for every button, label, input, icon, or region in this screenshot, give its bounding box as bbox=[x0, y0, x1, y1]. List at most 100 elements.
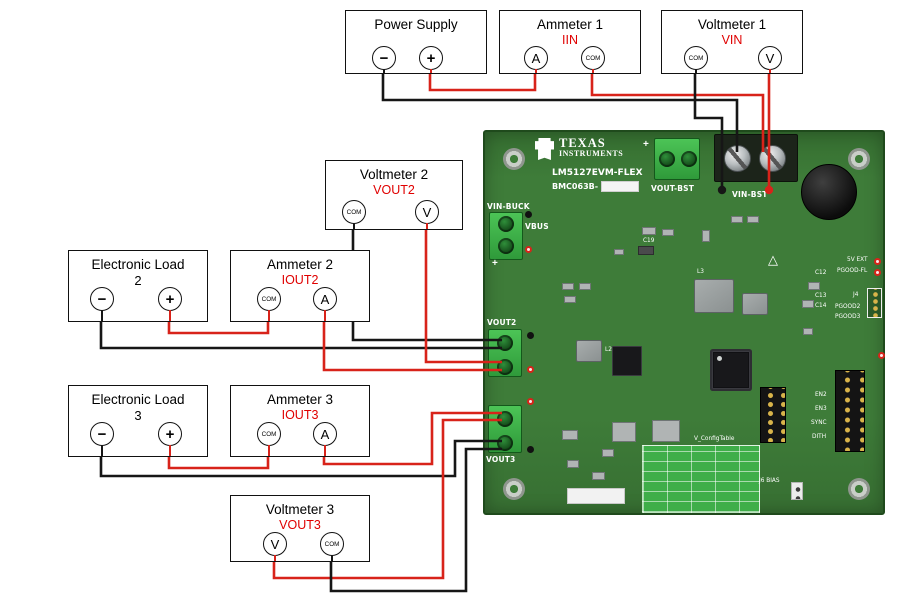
assembly-text: BMC063B- bbox=[552, 182, 599, 191]
ammeter3-title: Ammeter 3 bbox=[266, 392, 334, 407]
ammeter1-title: Ammeter 1 bbox=[536, 17, 604, 32]
vout-bst-screw bbox=[659, 151, 675, 167]
pgood3-label: PGOOD3 bbox=[835, 314, 861, 320]
ti-logo-icon bbox=[535, 138, 554, 160]
terminal-label: + bbox=[165, 290, 175, 308]
voltmeter2-com-terminal: COM bbox=[342, 200, 366, 229]
voltmeter1-v-terminal: V bbox=[758, 46, 782, 73]
v-config-table bbox=[642, 445, 760, 513]
voltmeter1-title: Voltmeter 1 bbox=[697, 17, 767, 32]
vout3-gnd-testpoint bbox=[527, 446, 534, 453]
voltmeter2-box: Voltmeter 2 VOUT2 COM V bbox=[325, 160, 463, 230]
terminal-label: COM bbox=[261, 430, 277, 438]
inductor-l2 bbox=[576, 340, 602, 362]
load2-title: Electronic Load bbox=[91, 257, 185, 272]
load2-neg-terminal: − bbox=[90, 287, 114, 321]
smd-component bbox=[642, 227, 656, 235]
terminal-label: COM bbox=[261, 295, 277, 303]
vout2-gnd-testpoint bbox=[527, 366, 534, 373]
terminal-label: V bbox=[422, 204, 432, 220]
load3-box: Electronic Load 3 − + bbox=[68, 385, 208, 457]
terminal-label: − bbox=[97, 290, 107, 308]
terminal-label: COM bbox=[688, 54, 704, 62]
vbus-testpoint bbox=[525, 211, 532, 218]
refdes-c19: C19 bbox=[643, 238, 655, 244]
smd-component bbox=[747, 216, 759, 223]
smd-component bbox=[602, 449, 614, 457]
power-supply-box: Power Supply − + bbox=[345, 10, 487, 74]
refdes-c14: C14 bbox=[815, 303, 827, 309]
ammeter2-com-terminal: COM bbox=[257, 287, 281, 321]
brand-line2: INSTRUMENTS bbox=[559, 149, 624, 158]
load3-title: Electronic Load bbox=[91, 392, 185, 407]
vin-buck-plus-mark: + bbox=[492, 258, 498, 269]
board-assembly-label: BMC063B- bbox=[552, 181, 640, 192]
en3-label: EN3 bbox=[815, 406, 827, 412]
bias-header bbox=[791, 482, 803, 500]
evm-board: TEXAS INSTRUMENTS LM5127EVM-FLEX BMC063B… bbox=[483, 130, 885, 515]
smd-component bbox=[567, 460, 579, 468]
board-model-label: LM5127EVM-FLEX bbox=[552, 168, 643, 178]
config-table-title: V_ConfigTable bbox=[694, 436, 735, 442]
terminal-label: − bbox=[379, 49, 389, 67]
terminal-label: V bbox=[765, 50, 775, 66]
config-pin-header bbox=[835, 370, 865, 452]
voltmeter3-title: Voltmeter 3 bbox=[265, 502, 335, 517]
vin-bst-screw-pos bbox=[759, 145, 786, 172]
ammeter1-com-terminal: COM bbox=[581, 46, 605, 73]
mounting-hole bbox=[848, 148, 870, 170]
5v-ext-testpoint bbox=[874, 258, 881, 265]
smd-component bbox=[579, 283, 591, 290]
mounting-hole bbox=[848, 478, 870, 500]
terminal-label: V bbox=[270, 536, 280, 552]
terminal-label: A bbox=[531, 50, 541, 66]
smd-component bbox=[562, 283, 574, 290]
voltmeter3-com-terminal: COM bbox=[320, 532, 344, 561]
power-supply-title: Power Supply bbox=[374, 17, 458, 32]
load3-number: 3 bbox=[134, 408, 142, 423]
en2-label: EN2 bbox=[815, 392, 827, 398]
vout3-label: VOUT3 bbox=[486, 455, 516, 464]
smd-component bbox=[731, 216, 743, 223]
assembly-fill-box bbox=[601, 181, 640, 192]
5v-ext-label: 5V EXT bbox=[847, 257, 868, 263]
smd-component bbox=[808, 282, 820, 290]
ammeter3-box: Ammeter 3 IOUT3 COM A bbox=[230, 385, 370, 457]
j4-label: J4 bbox=[853, 292, 859, 298]
terminal-label: COM bbox=[346, 208, 362, 216]
power-supply-neg-terminal: − bbox=[372, 46, 396, 73]
power-inductor bbox=[801, 164, 857, 220]
smd-component bbox=[802, 300, 814, 308]
terminal-label: COM bbox=[324, 540, 340, 548]
vin-buck-screw bbox=[498, 238, 514, 254]
wire-ammeter2-a-to-vout2 bbox=[322, 322, 502, 372]
bias-label: J6 BIAS bbox=[759, 478, 780, 484]
terminal-label: A bbox=[320, 291, 330, 307]
terminal-label: + bbox=[426, 49, 436, 67]
ammeter3-signal: IOUT3 bbox=[281, 408, 319, 422]
voltmeter2-signal: VOUT2 bbox=[373, 183, 415, 197]
refdes-c13: C13 bbox=[815, 293, 827, 299]
pgood-fl-label: PGOOD-FL bbox=[837, 268, 868, 274]
brand-line1: TEXAS bbox=[559, 136, 606, 150]
vout2-testpoint bbox=[527, 332, 534, 339]
smd-component bbox=[562, 430, 578, 440]
wire-ps-pos-to-ammeter1-a bbox=[428, 74, 537, 92]
refdes-c12: C12 bbox=[815, 270, 827, 276]
voltmeter1-signal: VIN bbox=[721, 33, 743, 47]
vout-bst-plus-mark: + bbox=[643, 139, 649, 150]
ammeter2-title: Ammeter 2 bbox=[266, 257, 334, 272]
main-controller-ic bbox=[712, 351, 750, 389]
vout2-screw bbox=[497, 359, 513, 375]
pgood2-label: PGOOD2 bbox=[835, 304, 861, 310]
smd-component bbox=[803, 328, 813, 335]
voltmeter2-v-terminal: V bbox=[415, 200, 439, 229]
load3-pos-terminal: + bbox=[158, 422, 182, 456]
vout3-screw bbox=[497, 411, 513, 427]
power-supply-pos-terminal: + bbox=[419, 46, 443, 73]
mounting-hole bbox=[503, 148, 525, 170]
vout3-testpoint bbox=[527, 398, 534, 405]
voltmeter1-box: Voltmeter 1 VIN COM V bbox=[661, 10, 803, 74]
load3-neg-terminal: − bbox=[90, 422, 114, 456]
